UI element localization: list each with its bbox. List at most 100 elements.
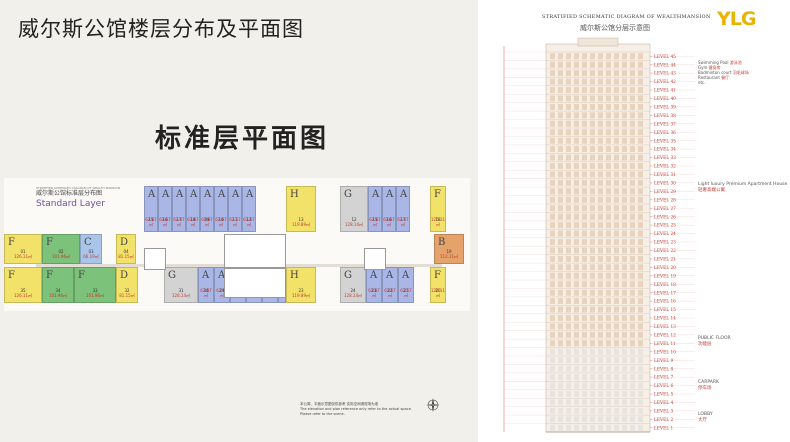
window [574,70,579,77]
window [638,154,643,161]
unit-area: 126.11㎡ [431,217,445,227]
unit-number: 16 [162,217,168,222]
window [566,289,571,296]
window [550,95,555,102]
window [606,264,611,271]
window [622,171,627,178]
window [606,331,611,338]
window [558,399,563,406]
window [630,154,635,161]
window [582,416,587,423]
unit-number: 17 [176,217,182,222]
window [614,146,619,153]
window [630,120,635,127]
level-label: LEVEL 2 [654,418,673,423]
window [638,213,643,220]
window [590,348,595,355]
window [614,348,619,355]
window [630,196,635,203]
window [550,196,555,203]
window [614,205,619,212]
level-label: LEVEL 11 [654,342,676,347]
window [622,390,627,398]
level-label: LEVEL 16 [654,300,676,305]
window [614,61,619,68]
window [622,205,627,212]
window [558,95,563,102]
stratified-diagram: STRATIFIED SCHEMATIC DIAGRAM OF WEALTHMA… [490,0,790,442]
window [598,86,603,94]
window [622,61,627,68]
window [614,255,619,262]
window [550,340,555,347]
level-label: LEVEL 24 [654,232,676,237]
window [558,390,563,398]
window [598,78,603,85]
window [638,314,643,322]
window [566,53,571,60]
window [582,264,587,271]
window [598,323,603,330]
window [574,120,579,127]
window [574,348,579,355]
window [598,196,603,203]
window [622,247,627,254]
window [598,407,603,414]
unit-letter: B [438,237,446,248]
amenity-label: etc. [698,80,706,85]
window [574,374,579,381]
ylg-logo: YLG [717,8,756,30]
window [558,154,563,161]
unit-number: 10 [218,217,224,222]
window [574,399,579,406]
carpark-label-cn: 停车场 [698,385,712,391]
window [622,399,627,406]
unit-letter: A [386,189,394,200]
window [558,86,563,94]
level-label: LEVEL 6 [654,384,673,389]
window [566,407,571,414]
window [598,53,603,60]
window [582,222,587,229]
window [622,213,627,220]
window [590,222,595,229]
window [638,95,643,102]
window [606,205,611,212]
window [558,196,563,203]
window [566,365,571,372]
window [606,314,611,322]
window [574,264,579,271]
unit-letter: A [162,189,170,200]
unit-letter: G [344,270,352,281]
window [638,374,643,381]
window [574,407,579,414]
window [630,374,635,381]
window [550,53,555,60]
window [582,340,587,347]
window [566,281,571,288]
window [590,399,595,406]
window [598,179,603,186]
window [614,137,619,144]
window [614,70,619,77]
window [566,306,571,313]
window [606,171,611,178]
level-label: LEVEL 4 [654,401,673,406]
unit-area: 62.67㎡ [187,217,199,227]
diagram-title-en: STRATIFIED SCHEMATIC DIAGRAM OF WEALTHMA… [542,14,711,20]
window [606,137,611,144]
window [582,306,587,313]
level-label: LEVEL 23 [654,241,676,246]
window [622,112,627,119]
window [558,53,563,60]
window [622,95,627,102]
window [598,340,603,347]
window [582,407,587,414]
window [630,314,635,322]
window [550,399,555,406]
window [614,390,619,398]
unit-area: 81.15㎡ [119,293,135,298]
